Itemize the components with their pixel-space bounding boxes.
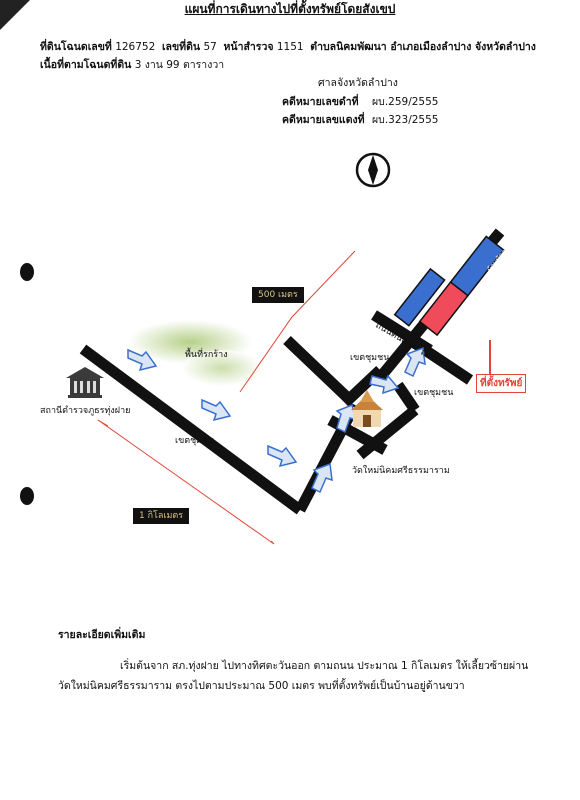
police-station-icon [66, 367, 104, 398]
temple-icon [351, 390, 383, 427]
road-loop-top [341, 365, 384, 408]
police-station-label: สถานีตำรวจภูธรทุ่งฝาย [40, 406, 131, 416]
deed-label: ที่ดินโฉนดเลขที่ [40, 41, 112, 53]
scan-corner-mark [0, 0, 30, 30]
dimension-line-1km [97, 419, 275, 545]
black-case-label: คดีหมายเลขดำที่ [282, 96, 359, 108]
page-title: แผนที่การเดินทางไปที่ตั้งทรัพย์โดยสังเขป [184, 2, 396, 16]
open-area-label: พื้นที่รกร้าง [185, 350, 228, 360]
community-area-label: เขตชุมชน [414, 388, 454, 398]
area-value: 3 งาน 99 ตารางวา [134, 59, 225, 71]
road-loop-right [393, 381, 420, 414]
distance-500m-label: 500 เมตร [252, 287, 304, 303]
route-arrow-icon [311, 462, 333, 494]
red-case-line: คดีหมายเลขแดงที่ ผบ.323/2555 [282, 111, 442, 128]
details-line-2: วัดใหม่นิคมศรีธรรมาราม ตรงไปตามประมาณ 50… [58, 680, 465, 692]
temple-label: วัดใหม่นิคมศรีธรรมาราม [352, 466, 450, 476]
road-main [79, 344, 304, 515]
route-arrow-icon [369, 374, 400, 395]
road-to-property [356, 405, 419, 460]
details-line-1: เริ่มต้นจาก สภ.ทุ่งฝาย ไปทางทิศตะวันออก … [120, 660, 529, 672]
house-left-block [393, 267, 446, 327]
location-text: ตำบลนิคมพัฒนา อำเภอเมืองลำปาง จังหวัดลำป… [310, 41, 536, 53]
route-arrow-icon [127, 348, 158, 372]
binder-hole [20, 263, 34, 281]
route-arrows [127, 346, 426, 494]
area-info-line: เนื้อที่ตามโฉนดที่ดิน 3 งาน 99 ตารางวา [40, 56, 224, 73]
area-label: เนื้อที่ตามโฉนดที่ดิน [40, 59, 132, 71]
survey-label: หน้าสำรวจ [223, 41, 274, 53]
binder-hole [20, 487, 34, 505]
red-case-number: ผบ.323/2555 [372, 114, 439, 126]
land-number: 57 [203, 41, 217, 53]
dimension-line-500m [239, 250, 356, 393]
north-compass-icon [355, 152, 391, 188]
red-case-label: คดีหมายเลขแดงที่ [282, 114, 365, 126]
property-block [418, 281, 469, 337]
details-heading: รายละเอียดเพิ่มเติม [58, 629, 146, 641]
deed-number: 126752 [115, 41, 156, 53]
deed-info-line: ที่ดินโฉนดเลขที่ 126752 เลขที่ดิน 57 หน้… [40, 38, 536, 55]
open-area-vegetation [128, 320, 262, 386]
property-cluster [393, 235, 505, 337]
route-arrow-icon [267, 444, 298, 468]
route-arrow-icon [404, 346, 426, 378]
land-label: เลขที่ดิน [161, 41, 201, 53]
distance-1km-label: 1 กิโลเมตร [133, 508, 190, 524]
community-area-label: เขตชุมชน [175, 436, 215, 446]
property-label: ที่ตั้งทรัพย์ [476, 374, 527, 393]
soil-road-2 [406, 335, 474, 385]
community-area-label: เขตชุมชน [350, 353, 390, 363]
court-name: ศาลจังหวัดลำปาง [318, 77, 398, 89]
road-upper-left [283, 336, 354, 404]
route-arrow-icon [201, 398, 232, 422]
black-case-number: ผบ.259/2555 [372, 96, 439, 108]
black-case-line: คดีหมายเลขดำที่ ผบ.259/2555 [282, 93, 442, 110]
survey-number: 1151 [276, 41, 304, 53]
